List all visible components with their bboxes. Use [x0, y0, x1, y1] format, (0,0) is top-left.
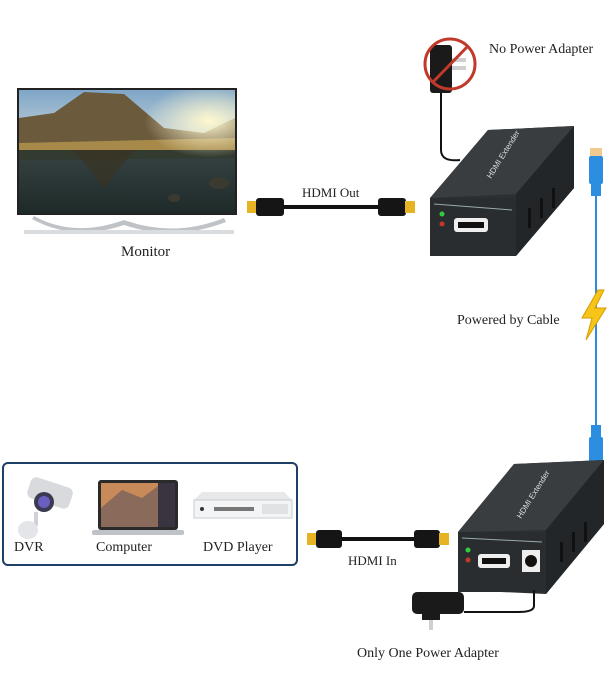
receiver-device	[430, 126, 574, 256]
hdmi-out-cable-icon	[247, 198, 415, 216]
hdmi-out-label: HDMI Out	[302, 185, 360, 200]
no-power-adapter-icon	[423, 37, 477, 162]
laptop-icon	[92, 480, 184, 535]
monitor-label: Monitor	[121, 244, 171, 260]
no-power-adapter-label: No Power Adapter	[489, 42, 594, 57]
hdmi-in-cable-icon	[307, 530, 449, 548]
security-camera-icon	[18, 477, 73, 539]
source-label-computer: Computer	[96, 540, 152, 555]
only-one-power-adapter-label: Only One Power Adapter	[357, 646, 499, 661]
lightning-icon	[581, 289, 607, 341]
source-label-dvd-player: DVD Player	[203, 540, 273, 555]
monitor	[14, 88, 238, 238]
power-adapter-icon	[412, 590, 535, 630]
powered-by-cable-label: Powered by Cable	[457, 313, 560, 328]
hdmi-in-label: HDMI In	[348, 553, 397, 568]
dvd-player-icon	[193, 492, 293, 519]
source-label-dvr: DVR	[14, 540, 44, 555]
source-devices-panel: DVR Computer DVD Player	[2, 462, 298, 566]
monitor-illustration	[17, 88, 237, 234]
transmitter-device	[458, 460, 604, 594]
